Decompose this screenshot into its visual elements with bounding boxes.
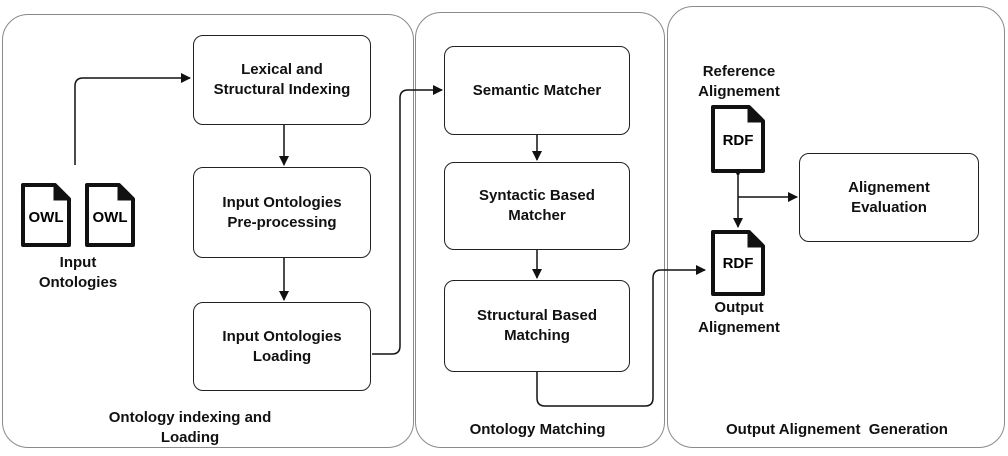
input-loading-box: Input Ontologies Loading <box>193 302 371 391</box>
input-ontologies-label: Input Ontologies <box>38 254 118 291</box>
input-preprocessing-box: Input Ontologies Pre-processing <box>193 167 371 258</box>
indexing-panel-caption: Ontology indexing and Loading <box>108 409 272 446</box>
arrow-loading-to-semantic <box>372 85 443 355</box>
owl-document-icon: OWL <box>85 183 135 247</box>
reference-alignement-label: Reference Alignement <box>698 63 780 100</box>
rdf-document-icon: RDF <box>711 105 765 173</box>
syntactic-matcher-box: Syntactic Based Matcher <box>444 162 630 250</box>
output-alignement-label: Output Alignement <box>698 299 780 336</box>
arrow-input-to-lexical <box>74 73 191 165</box>
owl-document-icon: OWL <box>21 183 71 247</box>
svg-text:OWL: OWL <box>93 209 128 226</box>
svg-text:RDF: RDF <box>723 132 754 149</box>
generation-panel-caption: Output Alignement Generation <box>726 421 948 438</box>
structural-matching-box: Structural Based Matching <box>444 280 630 372</box>
semantic-matcher-box: Semantic Matcher <box>444 46 630 135</box>
alignement-evaluation-box: Alignement Evaluation <box>799 153 979 242</box>
matching-panel-caption: Ontology Matching <box>469 421 606 438</box>
svg-text:RDF: RDF <box>723 255 754 272</box>
lexical-structural-indexing-box: Lexical and Structural Indexing <box>193 35 371 125</box>
svg-text:OWL: OWL <box>29 209 64 226</box>
arrow-structural-to-output <box>536 265 706 407</box>
rdf-document-icon: RDF <box>711 230 765 296</box>
